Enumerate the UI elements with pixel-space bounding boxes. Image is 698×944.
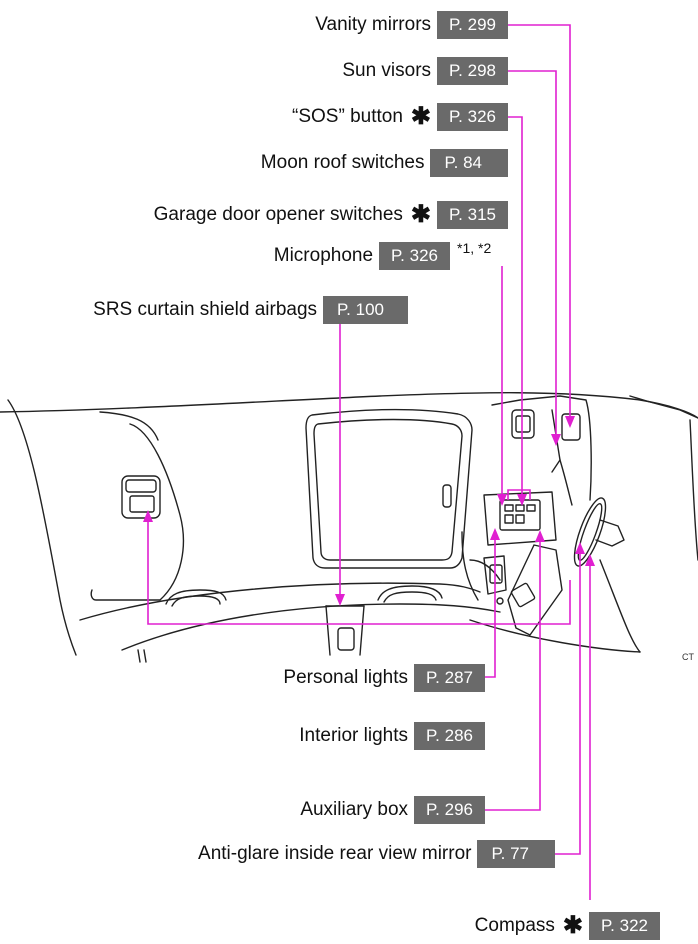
callout-auxiliary-box: Auxiliary box P. 296: [300, 796, 485, 824]
optional-marker-compass: ✱: [562, 912, 584, 939]
callout-interior-lights: Interior lights P. 286: [299, 722, 485, 750]
callout-personal-lights: Personal lights P. 287: [283, 664, 485, 692]
label-sun-visors: Sun visors: [342, 60, 432, 81]
page-link-vanity-mirrors[interactable]: P. 299: [437, 11, 508, 39]
page-link-garage-door-opener[interactable]: P. 315: [437, 201, 508, 229]
label-microphone: Microphone: [273, 245, 374, 266]
ceiling-outline: [0, 392, 698, 663]
figure-code: CT: [682, 652, 694, 662]
page-link-interior-lights[interactable]: P. 286: [414, 722, 485, 750]
label-personal-lights: Personal lights: [283, 667, 409, 688]
page-link-microphone[interactable]: P. 326: [379, 242, 450, 270]
callout-vanity-mirrors: Vanity mirrors P. 299: [315, 11, 508, 39]
optional-marker-garage: ✱: [410, 201, 432, 228]
label-moon-roof-switches: Moon roof switches: [260, 152, 425, 173]
arrow-heads: [143, 416, 595, 606]
callout-srs-curtain-airbags: SRS curtain shield airbags P. 100: [93, 296, 408, 324]
page-link-sos-button[interactable]: P. 326: [437, 103, 508, 131]
label-interior-lights: Interior lights: [299, 725, 409, 746]
label-sos-button: “SOS” button: [292, 106, 403, 127]
label-compass: Compass: [474, 915, 555, 936]
page-link-compass[interactable]: P. 322: [589, 912, 660, 940]
page-link-anti-glare-mirror[interactable]: P. 77: [477, 840, 555, 868]
label-srs-curtain-airbags: SRS curtain shield airbags: [93, 299, 318, 320]
label-auxiliary-box: Auxiliary box: [300, 799, 409, 820]
label-anti-glare-mirror: Anti-glare inside rear view mirror: [198, 843, 472, 864]
callout-compass: Compass ✱ P. 322: [475, 912, 660, 940]
callout-garage-door-opener: Garage door opener switches ✱ P. 315: [154, 201, 508, 229]
leader-lines: [147, 24, 591, 900]
microphone-footnote-marks: *1, *2: [457, 240, 492, 256]
page-link-personal-lights[interactable]: P. 287: [414, 664, 485, 692]
page-link-auxiliary-box[interactable]: P. 296: [414, 796, 485, 824]
label-garage-door-opener: Garage door opener switches: [153, 204, 403, 225]
page-link-srs-curtain-airbags[interactable]: P. 100: [323, 296, 408, 324]
page-link-moon-roof-switches[interactable]: P. 84: [430, 149, 508, 177]
callout-sos-button: “SOS” button ✱ P. 326: [292, 103, 508, 131]
callout-anti-glare-mirror: Anti-glare inside rear view mirror P. 77: [198, 840, 555, 868]
optional-marker-sos: ✱: [410, 103, 432, 130]
callout-microphone: Microphone P. 326: [274, 242, 450, 270]
page-link-sun-visors[interactable]: P. 298: [437, 57, 508, 85]
callout-moon-roof-switches: Moon roof switches P. 84: [261, 149, 508, 177]
label-vanity-mirrors: Vanity mirrors: [315, 14, 432, 35]
callout-sun-visors: Sun visors P. 298: [342, 57, 508, 85]
